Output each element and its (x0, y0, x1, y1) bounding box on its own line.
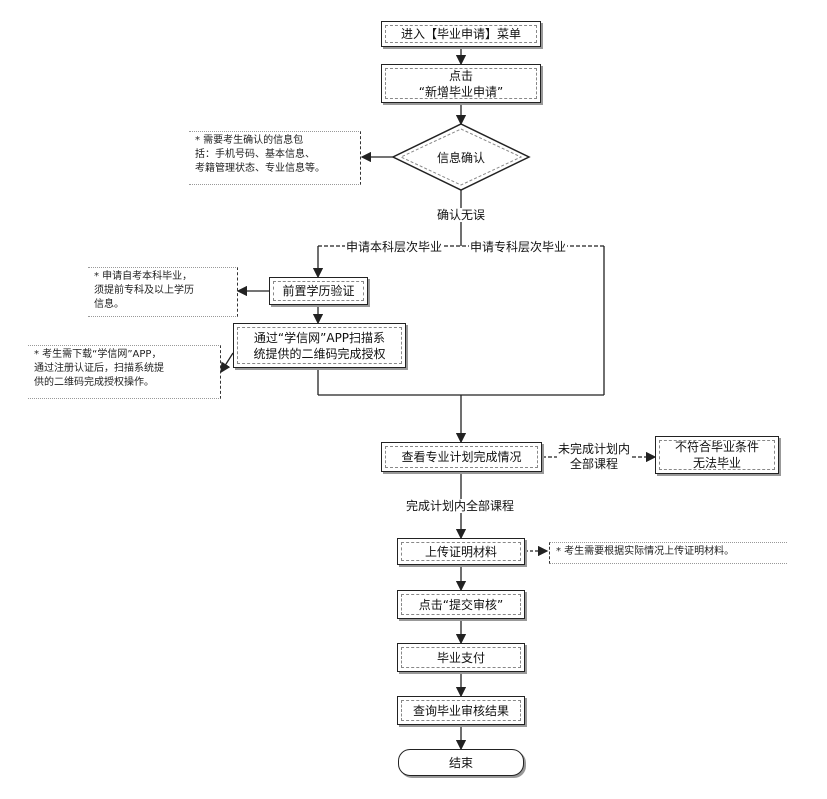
step-pre-degree-label: 前置学历验证 (282, 284, 355, 298)
step-xuexin-auth: 通过“学信网”APP扫描系 统提供的二维码完成授权 (233, 323, 406, 368)
step-pay: 毕业支付 (397, 643, 525, 672)
note-upload: * 考生需要根据实际情况上传证明材料。 (549, 542, 787, 564)
step-not-qualified-label: 不符合毕业条件 无法毕业 (674, 440, 759, 470)
info-confirm-label: 信息确认 (436, 151, 485, 165)
step-check-plan: 查看专业计划完成情况 (381, 442, 542, 472)
step-pre-degree: 前置学历验证 (269, 277, 368, 305)
step-check-plan-label: 查看专业计划完成情况 (401, 450, 522, 464)
note-info-confirm: * 需要考生确认的信息包 括：手机号码、基本信息、 考籍管理状态、专业信息等。 (189, 131, 361, 185)
step-xuexin-auth-label: 通过“学信网”APP扫描系 统提供的二维码完成授权 (253, 330, 386, 361)
edge-label-junior: 申请专科层次毕业 (469, 240, 568, 254)
note-pre-degree: * 申请自考本科毕业， 须提前专科及以上学历 信息。 (88, 267, 238, 317)
step-upload: 上传证明材料 (397, 538, 525, 565)
edge-label-done: 完成计划内全部课程 (405, 499, 516, 513)
note-xuexin: * 考生需下载“学信网”APP， 通过注册认证后，扫描系统提 供的二维码完成授权… (28, 345, 221, 399)
step-upload-label: 上传证明材料 (424, 544, 497, 559)
step-query: 查询毕业审核结果 (397, 696, 525, 725)
step-enter-menu-label: 进入【毕业申请】菜单 (400, 27, 521, 41)
edge-label-confirm-ok: 确认无误 (436, 208, 487, 222)
info-confirm-diamond (391, 123, 531, 191)
edge-label-not-done: 未完成计划内 全部课程 (557, 442, 632, 472)
step-end-label: 结束 (448, 755, 473, 770)
edge-xuexin-to-note (220, 352, 234, 374)
step-click-new: 点击 “新增毕业申请” (381, 64, 541, 103)
step-enter-menu: 进入【毕业申请】菜单 (381, 21, 541, 47)
step-not-qualified: 不符合毕业条件 无法毕业 (655, 436, 779, 474)
step-end: 结束 (398, 749, 524, 776)
step-pay-label: 毕业支付 (436, 650, 485, 665)
step-submit-label: 点击“提交审核” (418, 597, 504, 612)
step-submit: 点击“提交审核” (397, 590, 525, 619)
edge-label-undergrad: 申请本科层次毕业 (345, 240, 444, 254)
step-query-label: 查询毕业审核结果 (412, 703, 509, 718)
step-click-new-label: 点击 “新增毕业申请” (418, 68, 504, 99)
